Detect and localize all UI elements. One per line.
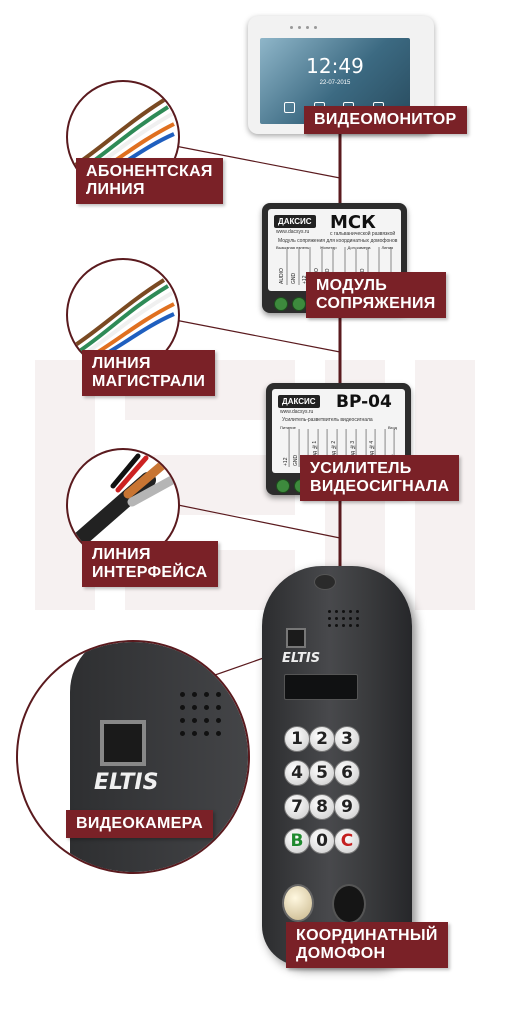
monitor-date: 22-07-2015	[319, 80, 351, 86]
keypad-key-4[interactable]: 4	[284, 760, 310, 786]
intercom-top-button	[314, 574, 336, 590]
intercom-speaker-grille	[328, 610, 359, 627]
keypad-key-5[interactable]: 5	[309, 760, 335, 786]
keypad-key-2[interactable]: 2	[309, 726, 335, 752]
bp04-site: www.dacsys.ru	[280, 409, 314, 415]
video-monitor-label: ВИДЕОМОНИТОР	[304, 106, 467, 134]
camera-speaker-grille	[180, 692, 221, 736]
bp04-description: Усилитель-разветвитель видеосигнала	[282, 417, 373, 423]
keypad-key-6[interactable]: 6	[334, 760, 360, 786]
msk-subtitle: с гальванической развязкой	[330, 231, 396, 237]
subscriber-line-label: АБОНЕНТСКАЯ ЛИНИЯ	[76, 158, 223, 204]
interface-module-label: МОДУЛЬ СОПРЯЖЕНИЯ	[306, 272, 446, 318]
keypad-key-9[interactable]: 9	[334, 794, 360, 820]
keypad-key-1[interactable]: 1	[284, 726, 310, 752]
intercom-brand: ELTIS	[282, 651, 321, 666]
keypad-key-8[interactable]: 8	[309, 794, 335, 820]
keypad-key-b[interactable]: B	[284, 828, 310, 854]
video-camera-label: ВИДЕОКАМЕРА	[66, 810, 214, 838]
interface-line-label: ЛИНИЯ ИНТЕРФЕЙСА	[82, 541, 218, 587]
video-amplifier-label: УСИЛИТЕЛЬ ВИДЕОСИГНАЛА	[300, 455, 460, 501]
video-camera-zoom-image: ELTIS	[16, 640, 250, 874]
intercom-call-button	[282, 884, 314, 922]
monitor-indicator-dots	[290, 26, 317, 29]
camera-brand: ELTIS	[94, 770, 159, 795]
trunk-line-label: ЛИНИЯ МАГИСТРАЛИ	[82, 350, 216, 396]
msk-site: www.dacsys.ru	[276, 229, 310, 235]
keypad-key-0[interactable]: 0	[309, 828, 335, 854]
bp04-model-name: BP-04	[336, 392, 392, 412]
keypad-key-c[interactable]: C	[334, 828, 360, 854]
bp04-group-labels: Питание Вход	[280, 425, 397, 430]
keypad-key-7[interactable]: 7	[284, 794, 310, 820]
intercom-key-reader	[332, 884, 366, 924]
monitor-time: 12:49	[306, 54, 364, 78]
keypad-key-3[interactable]: 3	[334, 726, 360, 752]
msk-description: Модуль сопряжения для координатных домоф…	[278, 238, 398, 244]
intercom-label: КООРДИНАТНЫЙ ДОМОФОН	[286, 922, 448, 968]
msk-group-labels: Вызывная панель Монитор Доп. камера Лини…	[276, 245, 393, 250]
intercom-camera-lens	[286, 628, 306, 648]
msk-brand-logo: ДАКСИС	[274, 215, 316, 228]
bp04-brand-logo: ДАКСИС	[278, 395, 320, 408]
msk-model-name: МСК	[330, 212, 376, 233]
intercom-display	[284, 674, 358, 700]
camera-lens	[100, 720, 146, 766]
